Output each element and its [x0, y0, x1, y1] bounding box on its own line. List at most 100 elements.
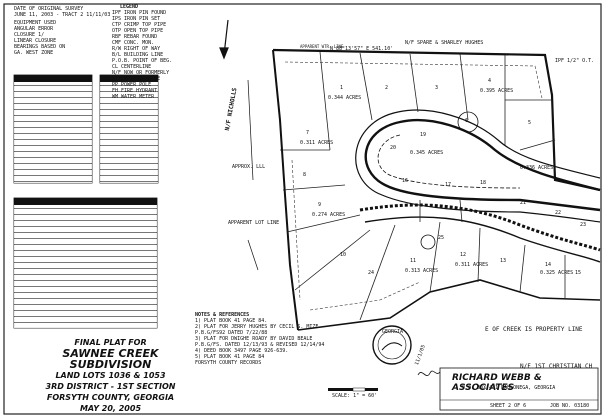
- lot-number: 10: [340, 252, 347, 258]
- reference-item: 5) PLAT BOOK 41 PAGE 84: [195, 354, 265, 360]
- north-arrow: [219, 19, 229, 60]
- legend-item: RBF REBAR FOUND: [112, 34, 158, 40]
- lot-symbol: [420, 234, 436, 250]
- sheet-border: [3, 3, 602, 415]
- note-line: GA. WEST ZONE: [14, 50, 54, 56]
- legend-item: B/L BUILDING LINE: [112, 52, 164, 58]
- note-line: ANGULAR ERROR: [14, 26, 54, 32]
- firm-name: RICHARD WEBB & ASSOCIATES: [452, 373, 542, 393]
- title-line-6: FORSYTH COUNTY, GEORGIA: [46, 393, 175, 402]
- lot-number: 20: [390, 145, 397, 151]
- lot-number: 16: [402, 178, 409, 184]
- lot-number: 15: [575, 270, 582, 276]
- lot-number: 8: [303, 172, 307, 178]
- water-line-label: APPARENT WTR. LINE: [300, 44, 344, 49]
- firm-address: P.O. BOX 441 DAHLONEGA, GEORGIA: [462, 385, 556, 391]
- lot-symbol: [457, 111, 479, 133]
- lot-number: 2: [385, 85, 389, 91]
- scale-label: SCALE: 1" = 60': [332, 393, 378, 399]
- lot-number: 3: [435, 85, 439, 91]
- reference-item: 1) PLAT BOOK 41 PAGE 84.: [195, 318, 268, 324]
- note-line: EQUIPMENT USED: [14, 20, 57, 26]
- references-block: NOTES & REFERENCES 1) PLAT BOOK 41 PAGE …: [195, 312, 345, 366]
- acreage-label: 0.345 ACRES: [410, 150, 444, 156]
- bearing-label: N 88°13'57" E 541.10': [330, 46, 394, 52]
- title-line-3: SUBDIVISION: [69, 358, 152, 371]
- lot-number: 21: [520, 200, 527, 206]
- creek-line: [359, 203, 601, 252]
- legend-item: P.O.B. POINT OF BEG.: [112, 58, 173, 64]
- title-block: FINAL PLAT FOR SAWNEE CREEK SUBDIVISION …: [28, 337, 193, 414]
- curve-table-1-rows: [14, 82, 92, 183]
- scale-bar: [328, 387, 378, 392]
- owner-top-label: N/F SPARE & SHARLEY HUGHES: [405, 40, 484, 46]
- pin-label: IPF 1/2" O.T.: [555, 58, 595, 64]
- acreage-label: 0.311 ACRES: [300, 140, 334, 146]
- creek-line-2: [364, 216, 601, 263]
- legend-item: IPF IRON PIN FOUND: [112, 10, 167, 16]
- approx-line-label: APPROX. LLL: [232, 164, 266, 170]
- road-inner: [355, 109, 601, 223]
- job-number: JOB NO. 03180: [550, 403, 590, 409]
- survey-date-title: DATE OF ORIGINAL SURVEY: [14, 6, 84, 12]
- reference-item: FORSYTH COUNTY RECORDS: [195, 360, 262, 366]
- legend-item: OTP OPEN TOP PIPE: [112, 28, 164, 34]
- legend-item: CMF CONC. MON.: [112, 40, 155, 46]
- lot-number: 19: [420, 132, 427, 138]
- reference-item: 4) DEED BOOK 3497 PAGE 926-639.: [195, 348, 289, 354]
- acreage-label: 0.311 ACRES: [455, 262, 489, 268]
- property-boundary-left: [272, 49, 299, 331]
- apparent-line-label: APPARENT LOT LINE: [228, 220, 280, 226]
- lot-number: 6: [465, 118, 469, 124]
- road-outer: [364, 118, 601, 212]
- lot-number: 24: [368, 270, 375, 276]
- acreage-label: 0.344 ACRES: [328, 95, 362, 101]
- reference-item: P.B.G/FS92 DATED 7/22/88: [195, 330, 268, 336]
- lot-lines: [280, 51, 566, 321]
- legend-item: S/L SETBACK LINE: [112, 76, 161, 82]
- legend-item: IPS IRON PIN SET: [112, 16, 161, 22]
- creek-label: E OF CREEK IS PROPERTY LINE: [485, 326, 583, 333]
- survey-date-subtitle: JUNE 11, 2003 - TRACT 2 11/11/03: [14, 12, 111, 18]
- note-line: LINEAR CLOSURE: [14, 38, 57, 44]
- lot-number: 18: [480, 180, 487, 186]
- lot-number: 23: [580, 222, 587, 228]
- signature-scribble: [417, 370, 441, 376]
- lot-number: 5: [528, 120, 532, 126]
- acreage-label: 0.395 ACRES: [480, 88, 514, 94]
- curve-table-2-rows: [100, 82, 158, 183]
- sheet-number: SHEET 2 OF 6: [490, 403, 527, 409]
- lot-number: 9: [318, 202, 322, 208]
- legend-item: FH FIRE HYDRANT: [112, 88, 158, 94]
- legend-item: R/W RIGHT OF WAY: [112, 46, 161, 52]
- lot-number: 17: [445, 182, 452, 188]
- legend-item: CL CENTERLINE: [112, 64, 152, 70]
- legend-title: LEGEND: [120, 4, 139, 10]
- lot-number: 12: [460, 252, 467, 258]
- property-boundary-bottom: [297, 279, 601, 331]
- reference-item: 3) PLAT FOR DWIGHE ROADY BY DAVID BEALE: [195, 336, 313, 342]
- lot-number: 7: [306, 130, 310, 136]
- title-line-7: MAY 20, 2005: [79, 404, 142, 413]
- acreage-label: 0.313 ACRES: [405, 268, 439, 274]
- references-title: NOTES & REFERENCES: [195, 312, 250, 318]
- acreage-label: 0.274 ACRES: [312, 212, 346, 218]
- lot-number: 11: [410, 258, 417, 264]
- acreage-label: 0.336 ACRES: [520, 165, 554, 171]
- lot-number: 4: [488, 78, 492, 84]
- reference-item: P.B.G/FS. DATED 12/13/93 & REVISED 12/14…: [195, 342, 325, 348]
- lot-number: 25: [438, 235, 445, 241]
- legend-item: N/F NOW OR FORMERLY: [112, 70, 170, 76]
- acreage-label: 0.325 ACRES: [540, 270, 574, 276]
- reference-item: 2) PLAT FOR JERRY HUGHES BY CECIL S. MIZ…: [195, 324, 319, 330]
- note-line: CLOSURE 1/: [14, 32, 45, 38]
- legend-item: PP POWER POLE: [112, 82, 152, 88]
- note-line: BEARINGS BASED ON: [14, 44, 66, 50]
- lot-number: 13: [500, 258, 507, 264]
- lot-number: 1: [340, 85, 344, 91]
- title-line-5: 3RD DISTRICT - 1ST SECTION: [45, 382, 176, 391]
- leader-line: [247, 79, 254, 181]
- legend-item: WM WATER METER: [112, 94, 155, 100]
- leader-line: [247, 239, 259, 271]
- line-table-rows: [14, 205, 157, 328]
